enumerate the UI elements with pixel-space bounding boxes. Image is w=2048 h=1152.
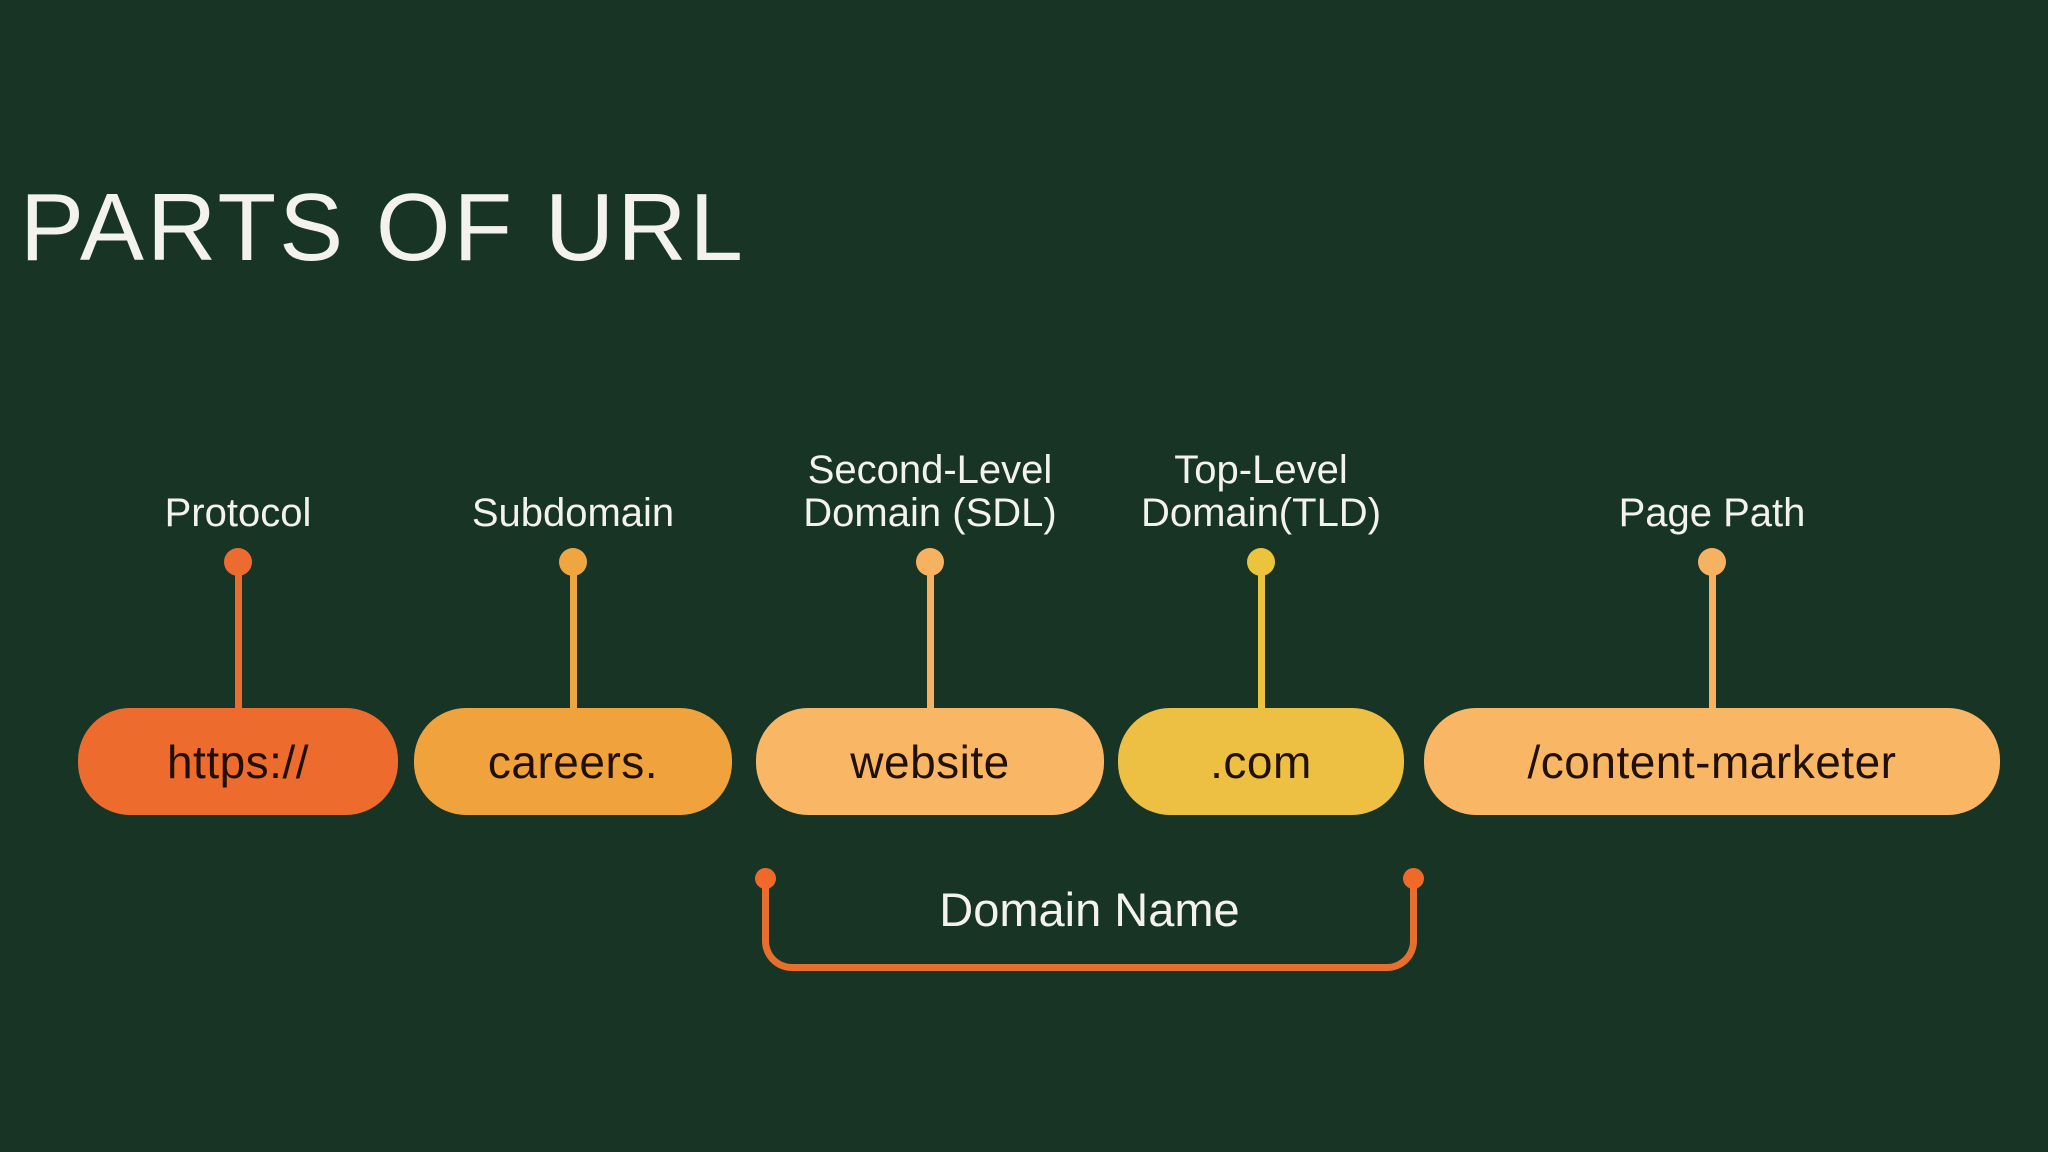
segment-page-path: Page Path /content-marketer (1424, 0, 2000, 1152)
domain-name-bracket: Domain Name (755, 868, 1424, 971)
url-part-pill-subdomain: careers. (414, 708, 732, 815)
segment-subdomain: Subdomain careers. (414, 0, 732, 1152)
segment-label-tld: Top-Level Domain(TLD) (1140, 447, 1382, 535)
page-title: PARTS OF URL (20, 174, 746, 281)
connector-line (1257, 564, 1265, 708)
url-part-pill-sdl: website (756, 708, 1104, 815)
url-part-value: website (850, 735, 1010, 788)
url-part-pill-protocol: https:// (78, 708, 398, 815)
segment-top-level-domain: Top-Level Domain(TLD) .com (1118, 0, 1404, 1152)
segment-protocol: Protocol https:// (78, 0, 398, 1152)
segment-label-page-path: Page Path (1618, 490, 1806, 535)
connector-line (569, 564, 577, 708)
url-part-pill-page-path: /content-marketer (1424, 708, 2000, 815)
url-part-pill-tld: .com (1118, 708, 1404, 815)
domain-name-label: Domain Name (939, 883, 1240, 936)
url-part-value: https:// (166, 735, 310, 788)
bracket-dot-left (755, 868, 776, 889)
segment-label-subdomain: Subdomain (471, 490, 675, 535)
connector-line (234, 564, 242, 708)
segment-second-level-domain: Second-Level Domain (SDL) website (756, 0, 1104, 1152)
connector-line (926, 564, 934, 708)
bracket-dot-right (1403, 868, 1424, 889)
url-part-value: .com (1210, 735, 1312, 788)
connector-line (1708, 564, 1716, 708)
url-part-value: careers. (487, 735, 659, 788)
segment-label-sdl: Second-Level Domain (SDL) (803, 447, 1057, 535)
segment-label-protocol: Protocol (164, 490, 312, 535)
url-part-value: /content-marketer (1527, 735, 1897, 788)
